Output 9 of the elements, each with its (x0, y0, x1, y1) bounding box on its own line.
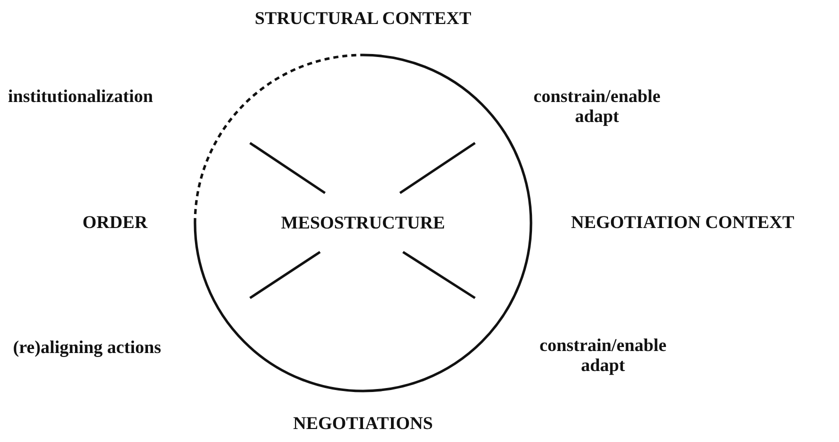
side-label: NEGOTIATIONS (293, 413, 433, 433)
side-label: ORDER (82, 212, 148, 232)
center-label: MESOSTRUCTURE (280, 212, 446, 234)
process-label: (re)aligning actions (13, 337, 162, 357)
side-label: STRUCTURAL CONTEXT (254, 8, 472, 28)
process-label: constrain/enable adapt (538, 335, 668, 375)
process-label: constrain/enable adapt (532, 86, 662, 126)
process-label: institutionalization (8, 86, 154, 106)
side-label: NEGOTIATION CONTEXT (571, 212, 794, 232)
